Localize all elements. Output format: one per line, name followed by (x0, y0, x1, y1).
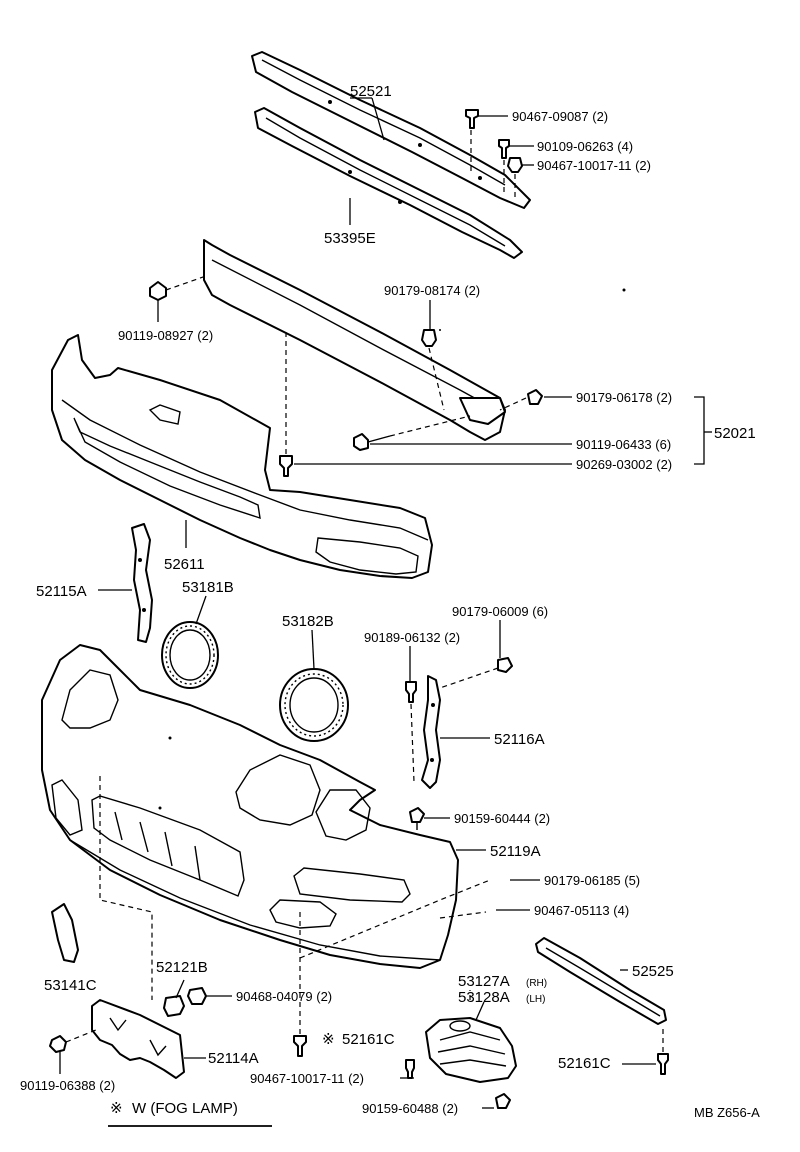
label-52115A: 52115A (36, 583, 87, 600)
label-52116A: 52116A (494, 731, 545, 748)
label-53141C: 53141C (44, 977, 97, 994)
screw-90189-06132 (405, 681, 417, 703)
label-90467-09087: 90467-09087 (2) (512, 109, 608, 124)
screw-90467-10017-11-bottom (405, 1059, 415, 1079)
clip-90467-10017-11 (507, 157, 523, 173)
reinforcement-52525 (535, 937, 667, 1025)
label-52021: 52021 (714, 425, 756, 442)
screw-90159-60444 (409, 807, 425, 830)
bolt-90119-08927 (149, 281, 167, 301)
label-52161C-mid-mark: ※ (322, 1031, 335, 1048)
label-52161C-mid: 52161C (342, 1031, 395, 1048)
label-53127A-side: (RH) (526, 978, 547, 989)
label-53128A: 53128A (458, 989, 510, 1006)
energy-absorber-52611 (51, 334, 433, 579)
label-90159-60444: 90159-60444 (2) (454, 811, 550, 826)
label-90189-06132: 90189-06132 (2) (364, 630, 460, 645)
retainer-52116A (421, 675, 441, 789)
legend-mark: ※ (110, 1100, 123, 1117)
ring-53182B (279, 668, 349, 742)
label-52611: 52611 (164, 556, 205, 573)
bumper-reinforcement-52021 (203, 239, 506, 441)
label-53128A-side: (LH) (526, 994, 545, 1005)
label-90269-03002: 90269-03002 (2) (576, 457, 672, 472)
bolt-90109-06263 (498, 139, 510, 159)
bolt-90119-06433 (353, 433, 391, 451)
label-90109-06263: 90109-06263 (4) (537, 139, 633, 154)
clip-52161C-mid (293, 1035, 307, 1057)
label-90467-05113: 90467-05113 (4) (534, 903, 629, 918)
label-52114A: 52114A (208, 1050, 259, 1067)
ring-53181B (161, 621, 219, 689)
label-52161C-right: 52161C (558, 1055, 611, 1072)
bracket-52121B (163, 995, 185, 1017)
clip-52161C-right (657, 1053, 669, 1075)
label-90179-06185: 90179-06185 (5) (544, 873, 640, 888)
label-52525: 52525 (632, 963, 674, 980)
label-90179-06178: 90179-06178 (2) (576, 390, 672, 405)
label-90467-10017-11-top: 90467-10017-11 (2) (537, 158, 651, 173)
label-90119-08927: 90119-08927 (2) (118, 328, 213, 343)
reinforcement-53395E (254, 107, 523, 259)
cover-53141C (51, 903, 79, 963)
reinforcement-52521 (251, 51, 531, 209)
bracket-52114A (91, 999, 185, 1079)
label-52521: 52521 (350, 83, 392, 100)
label-52119A: 52119A (490, 843, 541, 860)
label-53182B: 53182B (282, 613, 334, 630)
label-90119-06388: 90119-06388 (2) (20, 1078, 115, 1093)
screw-90119-06388 (49, 1035, 67, 1053)
screw-90159-60488 (495, 1093, 511, 1109)
label-90119-06433: 90119-06433 (6) (576, 437, 671, 452)
label-90179-06009: 90179-06009 (6) (452, 604, 548, 619)
label-90179-08174: 90179-08174 (2) (384, 283, 480, 298)
nut-90179-06178 (527, 389, 543, 405)
label-53181B: 53181B (182, 579, 234, 596)
clip-90179-08174 (421, 329, 437, 347)
bumper-cover-52119A (41, 644, 459, 969)
legend-text: W (FOG LAMP) (132, 1100, 238, 1117)
label-53127A: 53127A (458, 973, 510, 990)
label-52121B: 52121B (156, 959, 208, 976)
bolt-90467-09087 (465, 109, 479, 129)
label-53395E: 53395E (324, 230, 376, 247)
clip-90468-04079 (187, 987, 207, 1005)
retainer-52115A (131, 523, 153, 643)
rivet-90269-03002 (279, 455, 293, 477)
label-90467-10017-11-bottom: 90467-10017-11 (2) (250, 1071, 364, 1086)
label-90159-60488: 90159-60488 (2) (362, 1101, 458, 1116)
nut-90179-06009 (497, 657, 513, 673)
label-90468-04079: 90468-04079 (2) (236, 989, 332, 1004)
fog-lamp-53127A-53128A (425, 1017, 517, 1083)
figure-code: MB Z656-A (694, 1105, 760, 1120)
